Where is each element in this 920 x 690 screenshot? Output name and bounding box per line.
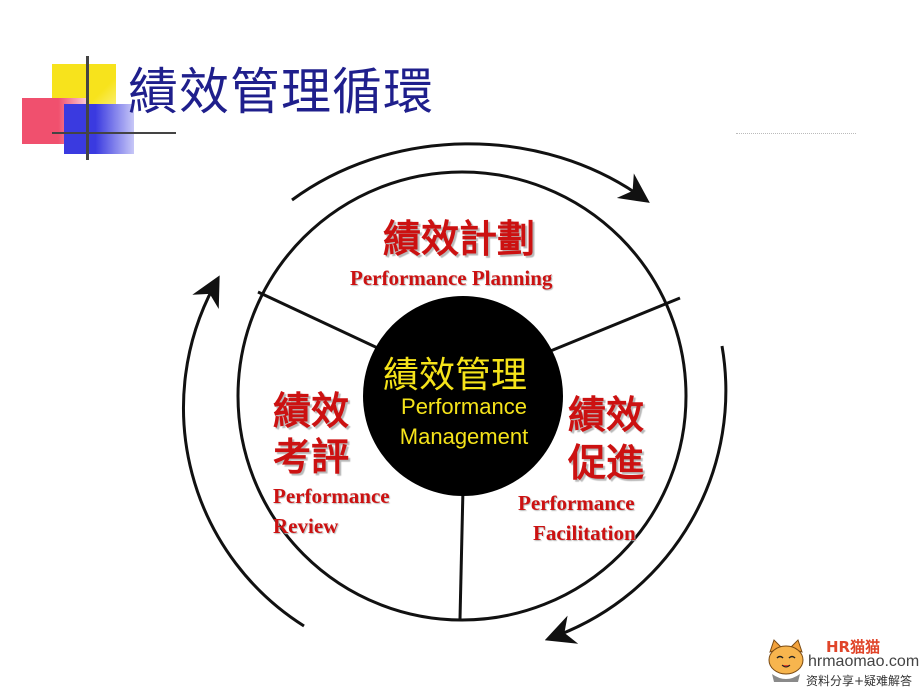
- arrow-left: [182, 275, 305, 628]
- deco-horizontal-line: [52, 132, 176, 134]
- facilitation-label-en-2: Facilitation: [533, 521, 636, 545]
- arrow-top: [291, 142, 650, 203]
- deco-dotted-rule: [736, 133, 856, 134]
- facilitation-label-zh-1: 績效: [568, 395, 645, 437]
- watermark-tagline: 资料分享+疑难解答: [806, 674, 913, 688]
- facilitation-label-en-1: Performance: [518, 491, 635, 515]
- center-circle: [363, 296, 563, 496]
- review-label-zh-2: 考評: [273, 437, 350, 479]
- watermark-site: hrmaomao.com: [808, 653, 920, 670]
- spoke-bottom: [458, 487, 465, 620]
- facilitation-label-zh-2: 促進: [568, 443, 645, 485]
- review-label-en-1: Performance: [273, 484, 390, 508]
- review-label-zh-1: 績效: [273, 391, 350, 433]
- page-title: 績效管理循環: [128, 63, 434, 121]
- watermark-brand: HR猫猫: [826, 638, 881, 656]
- center-title-en-1: Performance: [401, 394, 527, 419]
- deco-vertical-line: [86, 56, 89, 160]
- planning-label-en: Performance Planning: [350, 266, 553, 290]
- review-label-en-2: Review: [273, 514, 339, 538]
- spoke-left: [257, 290, 383, 352]
- spoke-right: [547, 296, 681, 354]
- center-title-zh: 績效管理: [383, 355, 528, 396]
- cat-logo-icon: [768, 639, 804, 682]
- deco-blue-square: [64, 104, 134, 154]
- arrow-right: [544, 345, 728, 644]
- outer-ring: [236, 170, 688, 622]
- planning-label-zh: 績效計劃: [383, 219, 536, 261]
- center-title-en-2: Management: [399, 424, 529, 449]
